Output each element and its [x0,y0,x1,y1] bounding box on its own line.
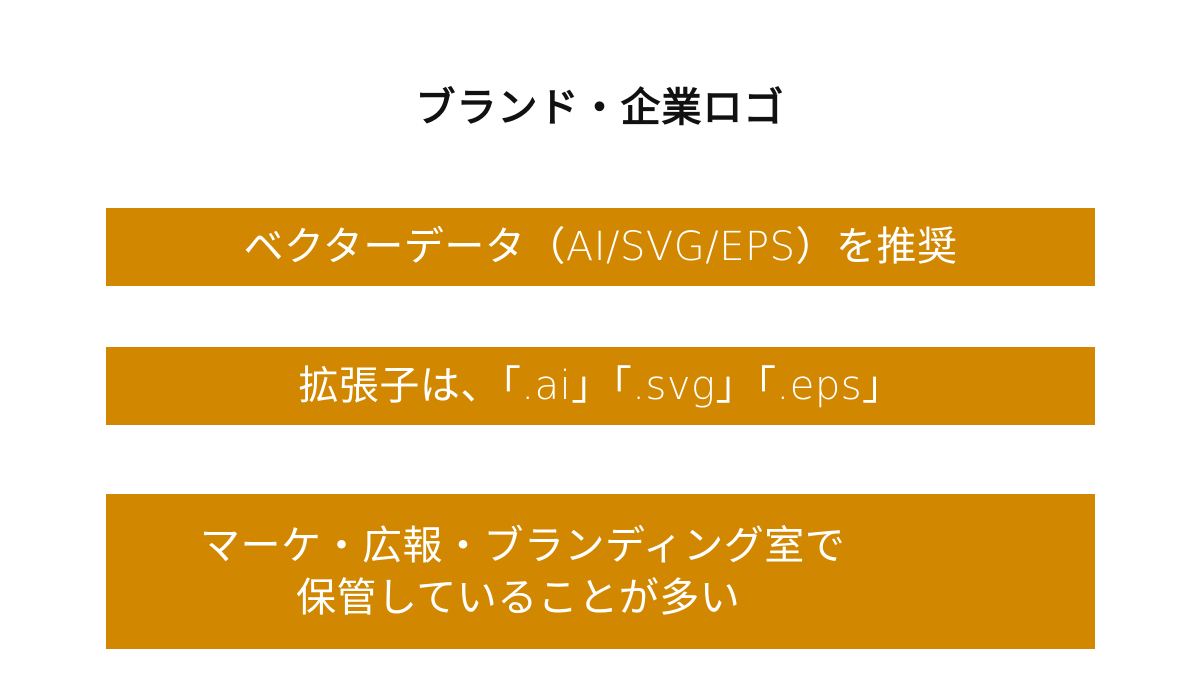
storage-text-line-2: 保管していることが多い [296,574,741,621]
slide-title: ブランド・企業ロゴ [415,85,785,131]
extension-bar: 拡張子は、「.ai」「.svg」「.eps」 [106,347,1095,425]
storage-bar: マーケ・広報・ブランディング室で 保管していることが多い [106,494,1095,649]
extension-text: 拡張子は、「.ai」「.svg」「.eps」 [298,363,903,409]
recommendation-bar: ベクターデータ（AI/SVG/EPS）を推奨 [106,208,1095,286]
storage-text-line-1: マーケ・広報・ブランディング室で [200,522,846,569]
recommendation-text: ベクターデータ（AI/SVG/EPS）を推奨 [243,224,958,270]
